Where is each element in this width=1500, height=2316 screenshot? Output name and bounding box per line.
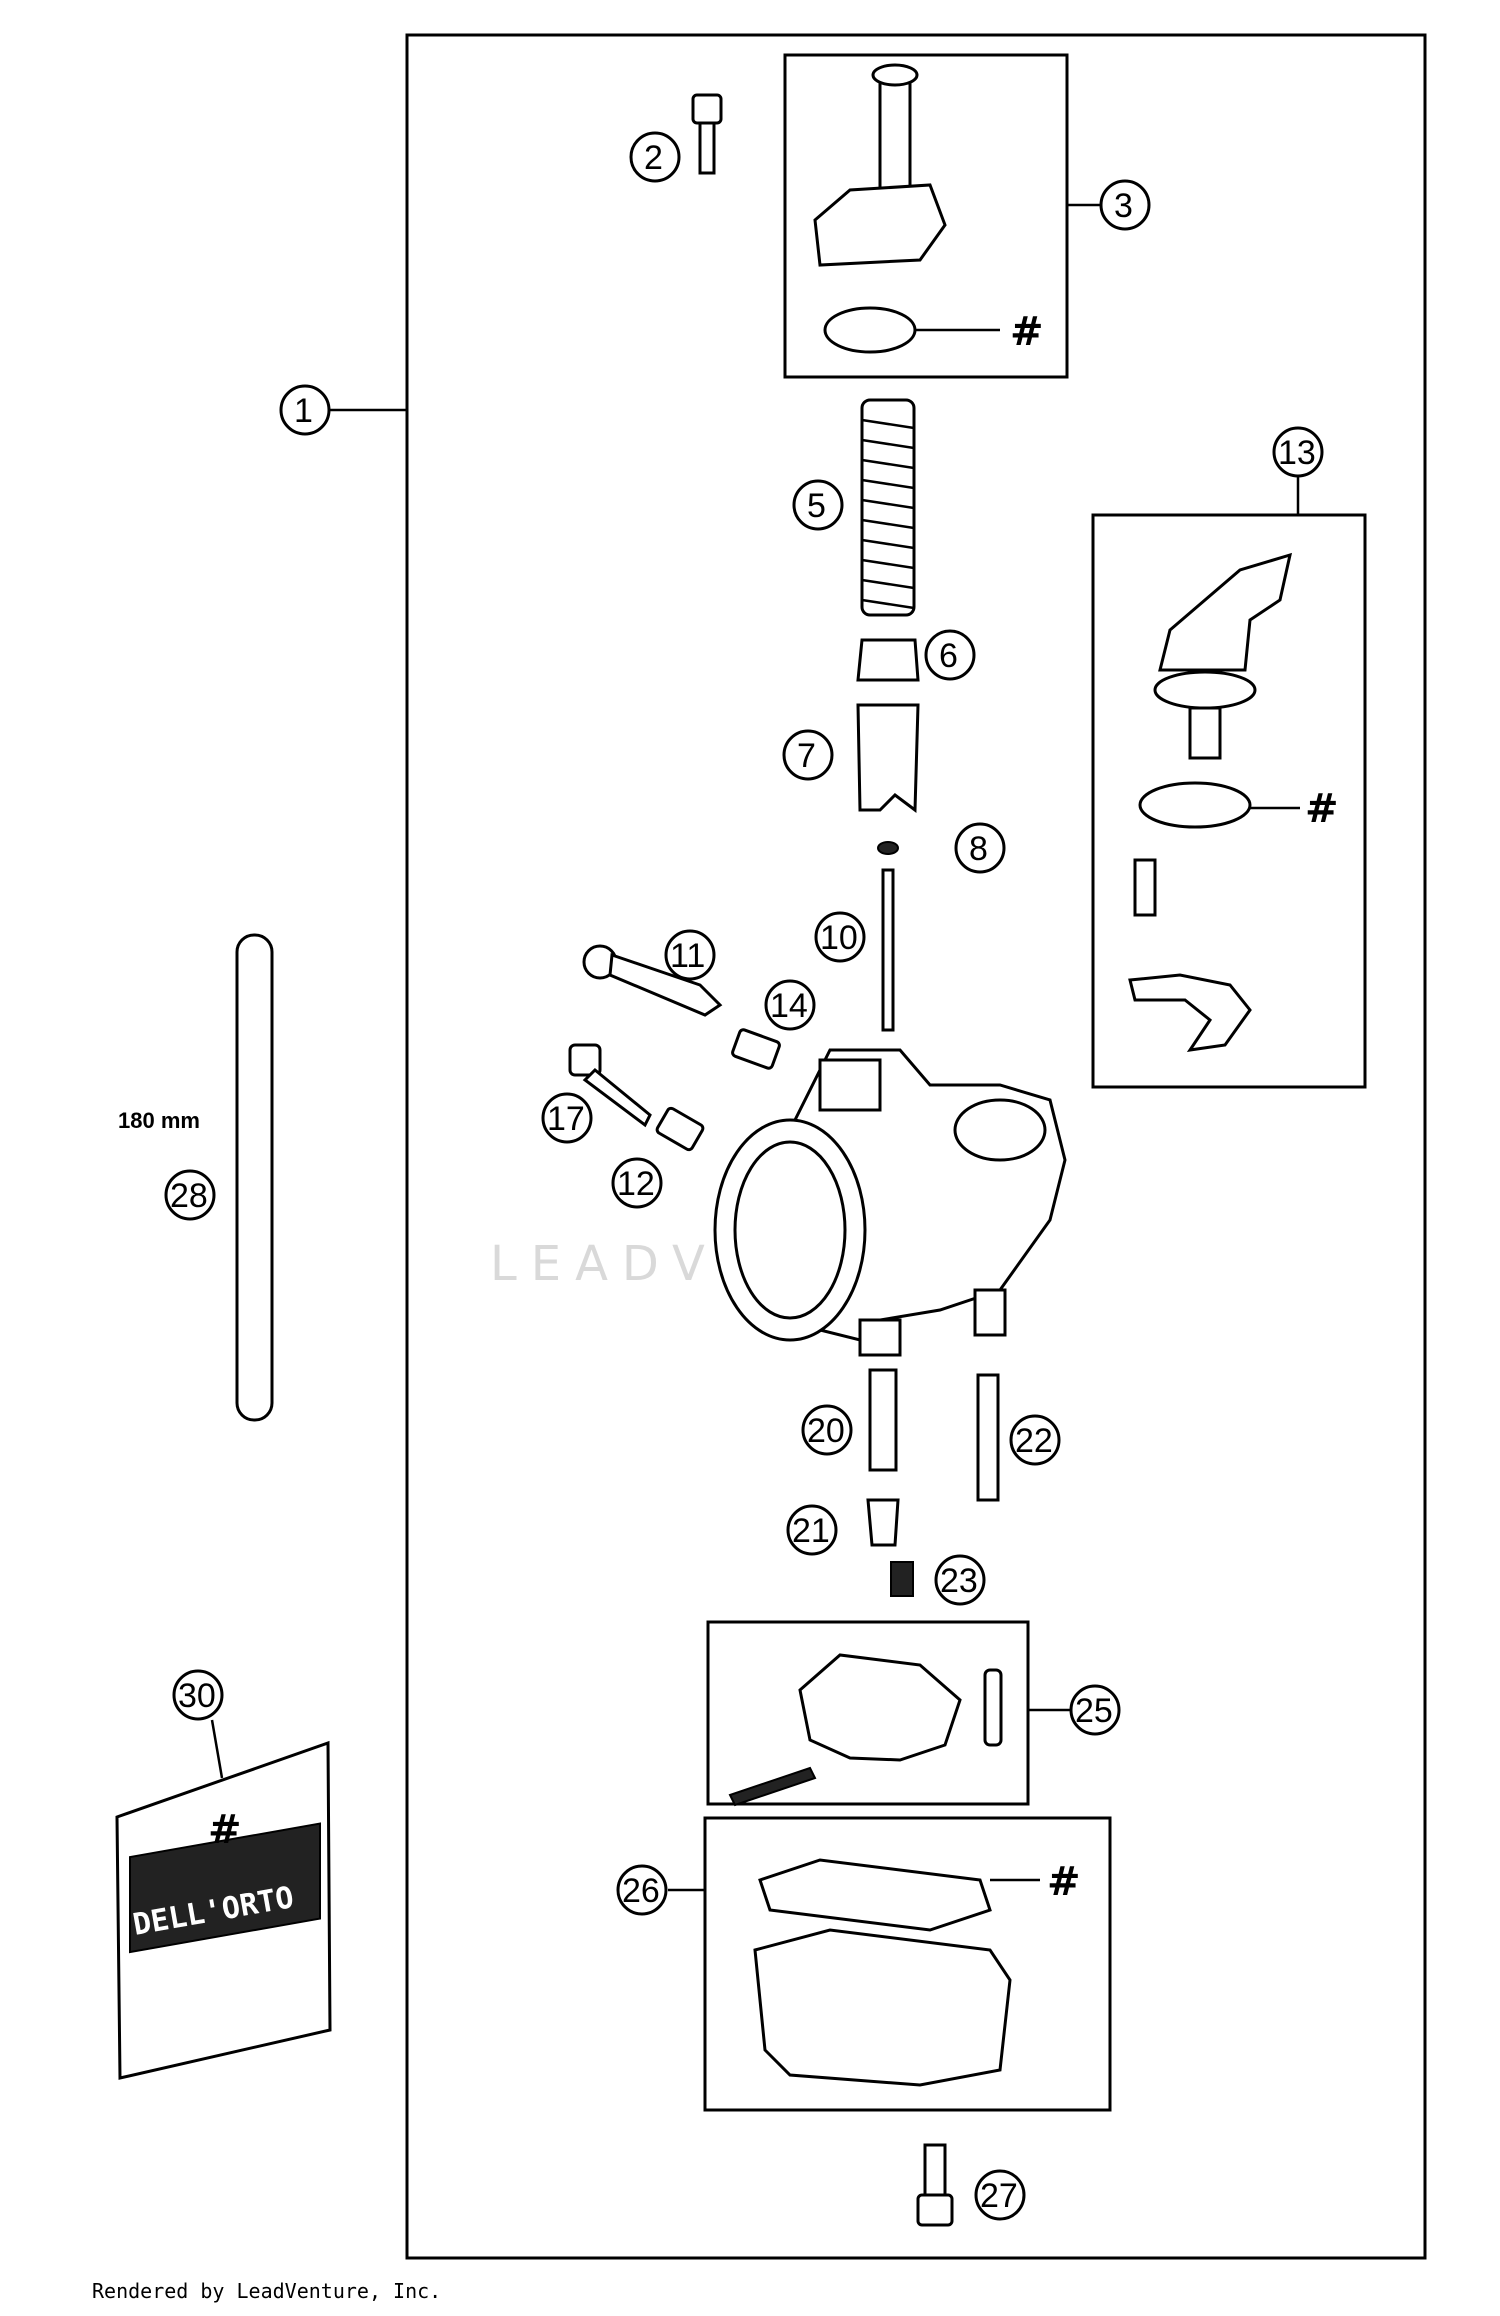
callout-14: 14: [770, 987, 808, 1025]
callout-3: 3: [1114, 187, 1133, 225]
cap-gasket: [823, 306, 917, 354]
callout-27: 27: [980, 2177, 1018, 2215]
spring-part: [860, 398, 916, 617]
pilot-jet-part: [976, 1373, 1000, 1502]
credit-text: Rendered by LeadVenture, Inc.: [92, 2279, 441, 2303]
screw-part: [691, 93, 723, 175]
slide-part: [856, 703, 920, 813]
subassembly-box-25: [706, 1620, 1030, 1806]
clip-part: [877, 841, 899, 855]
float-bowl-part: [753, 1858, 1012, 2087]
mixture-spring-part: [655, 1106, 705, 1152]
callout-22: 22: [1015, 1422, 1053, 1460]
choke-screw: [1133, 858, 1157, 917]
callout-26: 26: [622, 1872, 660, 1910]
callout-13: 13: [1278, 434, 1316, 472]
callout-23: 23: [940, 1562, 978, 1600]
callout-30: 30: [178, 1677, 216, 1715]
hash-mark: #: [1047, 1859, 1081, 1905]
callout-5: 5: [807, 487, 826, 525]
hash-mark: #: [208, 1807, 242, 1853]
callout-21: 21: [792, 1512, 830, 1550]
callout-28: 28: [170, 1177, 208, 1215]
tube-length-label: 180 mm: [118, 1108, 200, 1133]
callout-2: 2: [644, 139, 663, 177]
callout-6: 6: [939, 637, 958, 675]
callout-12: 12: [617, 1165, 655, 1203]
callout-17: 17: [547, 1100, 585, 1138]
callout-20: 20: [807, 1412, 845, 1450]
float-part: [728, 1653, 1003, 1807]
hash-mark: #: [1010, 309, 1044, 355]
seal-kit-bag: [115, 1740, 332, 2080]
callout-7: 7: [797, 737, 816, 775]
mixture-screw-part: [568, 1043, 652, 1128]
jet-holder-part: [868, 1368, 898, 1472]
carburetor-body: [713, 1048, 1067, 1357]
subassembly-box-26: [703, 1816, 1112, 2112]
assembly-frame: [405, 33, 1427, 2260]
subassembly-box-3: [783, 53, 1069, 379]
choke-part: [1153, 552, 1293, 760]
drain-screw-part: [916, 2143, 954, 2227]
subassembly-box-13: [1091, 513, 1367, 1089]
hash-mark: #: [1305, 786, 1339, 832]
retainer-part: [856, 638, 920, 682]
tube-part: [235, 933, 274, 1422]
callout-25: 25: [1075, 1692, 1113, 1730]
idle-screw-part: [582, 944, 723, 1017]
throttle-cap-part: [813, 63, 947, 267]
needle-part: [881, 868, 895, 1032]
choke-oring: [1138, 781, 1252, 829]
choke-bracket: [1128, 973, 1252, 1052]
callout-1: 1: [294, 392, 313, 430]
plug-part: [890, 1561, 914, 1597]
idle-spring-part: [731, 1028, 781, 1070]
callout-11: 11: [670, 937, 705, 975]
callouts: 1 2 3 5 6 7 8 10 11 12 13 14 17 20 21 22…: [164, 131, 1324, 2221]
callout-10: 10: [820, 919, 858, 957]
callout-8: 8: [969, 830, 988, 868]
main-jet-part: [866, 1498, 900, 1547]
